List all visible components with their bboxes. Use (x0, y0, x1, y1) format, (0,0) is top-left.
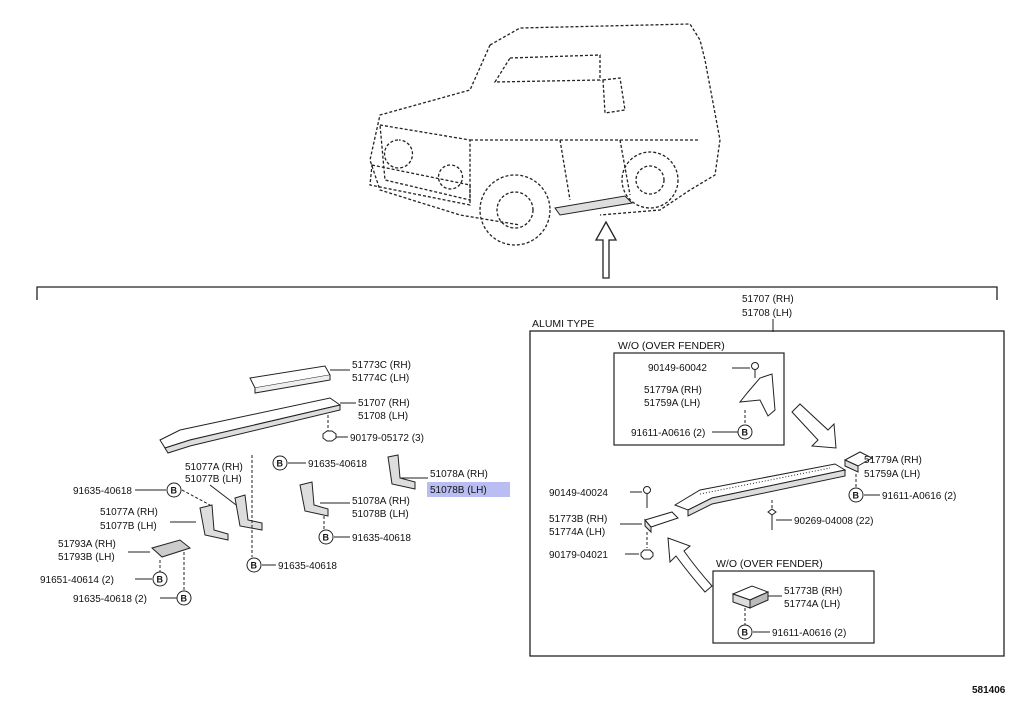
inset-top-bolt: 91611-A0616 (2) (631, 428, 705, 439)
b-marker-icon: B (246, 557, 262, 573)
svg-text:B: B (853, 491, 860, 501)
inset-bottom-title: W/O (OVER FENDER) (716, 558, 823, 570)
b-marker-icon: B (272, 455, 288, 471)
svg-text:B: B (251, 561, 258, 571)
bolt-left-label: 91635-40618 (73, 486, 132, 497)
screw-left-label: 90149-40024 (549, 488, 608, 499)
svg-text:B: B (323, 533, 330, 543)
nut-part (322, 430, 337, 442)
b-marker-icon: B (176, 590, 192, 606)
cover-front-rh: 51773B (RH) (549, 514, 607, 525)
group-bracket (36, 286, 998, 300)
bracket-upper-rh: 51077A (RH) (185, 462, 243, 473)
alumi-type-frame (529, 330, 1005, 657)
b-marker-icon: B (737, 624, 753, 640)
inset-bottom-rh: 51773B (RH) (784, 586, 842, 597)
inset-top-mudguard-rh: 51779A (RH) (644, 385, 702, 396)
pointer-arrow (594, 220, 618, 279)
step-cover-part (249, 365, 331, 394)
rear-bracket-a-rh: 51078A (RH) (430, 469, 488, 480)
inset-top-screw: 90149-60042 (648, 363, 707, 374)
inset-bottom-lh: 51774A (LH) (784, 599, 840, 610)
step-cover-lh: 51774C (LH) (352, 373, 409, 384)
bracket-lower-part (199, 504, 229, 541)
nut-label: 90179-05172 (3) (350, 433, 424, 444)
bolt-plate-1-label: 91651-40614 (2) (40, 575, 114, 586)
rear-bracket-a-part (387, 454, 416, 490)
b-marker-icon: B (848, 487, 864, 503)
inset-top-screw-part (751, 362, 759, 378)
bracket-lower-lh: 51077B (LH) (100, 521, 157, 532)
end-cap-lh: 51759A (LH) (864, 469, 920, 480)
arrow-inset-bottom (667, 537, 713, 593)
inset-top-frame (613, 352, 785, 446)
nut-left-label: 90179-04021 (549, 550, 608, 561)
running-board-on-vehicle (554, 195, 634, 216)
b-marker-icon: B (166, 482, 182, 498)
alumi-type-title: ALUMI TYPE (532, 318, 594, 330)
inset-top-title: W/O (OVER FENDER) (618, 340, 725, 352)
b-marker-icon: B (737, 424, 753, 440)
plate-part (150, 539, 192, 558)
svg-text:B: B (157, 575, 164, 585)
clip-label: 90269-04008 (22) (794, 516, 874, 527)
b-marker-icon: B (152, 571, 168, 587)
arrow-inset-top (791, 403, 837, 449)
clip-part (767, 508, 777, 530)
plate-rh: 51793A (RH) (58, 539, 116, 550)
b-marker-icon: B (318, 529, 334, 545)
bracket-upper-part (234, 494, 263, 531)
screw-left-part (643, 486, 651, 508)
inset-top-mudguard-lh: 51759A (LH) (644, 398, 700, 409)
diagram-id: 581406 (972, 685, 1006, 696)
svg-text:B: B (742, 628, 749, 638)
rear-bracket-b-rh: 51078A (RH) (352, 496, 410, 507)
step-board-rh: 51707 (RH) (358, 398, 410, 409)
bracket-lower-rh: 51077A (RH) (100, 507, 158, 518)
rear-bracket-b-part (299, 481, 329, 517)
bolt-top-label: 91635-40618 (308, 459, 367, 470)
inset-bottom-bolt: 91611-A0616 (2) (772, 628, 846, 639)
inset-bottom-frame (712, 570, 875, 644)
cover-front-lh: 51774A (LH) (549, 527, 605, 538)
svg-text:B: B (277, 459, 284, 469)
end-cap-bolt: 91611-A0616 (2) (882, 491, 956, 502)
group-part-rh: 51707 (RH) (742, 294, 794, 305)
end-cap-rh: 51779A (RH) (864, 455, 922, 466)
end-cap-part (843, 451, 874, 473)
inset-bottom-cover-part (731, 585, 770, 609)
step-board-lh: 51708 (LH) (358, 411, 408, 422)
svg-text:B: B (181, 594, 188, 604)
rear-bracket-a-lh: 51078B (LH) (430, 485, 487, 496)
bolt-rear-label: 91635-40618 (352, 533, 411, 544)
step-board-part (159, 397, 342, 454)
alumi-step-board-part (673, 463, 847, 517)
mudguard-part (738, 373, 776, 417)
highlight-box (427, 482, 510, 497)
bracket-upper-lh: 51077B (LH) (185, 474, 242, 485)
svg-text:B: B (742, 428, 749, 438)
svg-text:B: B (171, 486, 178, 496)
rear-bracket-b-lh: 51078B (LH) (352, 509, 409, 520)
bolt-plate-2-label: 91635-40618 (2) (73, 594, 147, 605)
bolt-bottom-label: 91635-40618 (278, 561, 337, 572)
nut-left-part (640, 549, 654, 560)
step-cover-rh: 51773C (RH) (352, 360, 411, 371)
cover-front-part (644, 511, 679, 534)
plate-lh: 51793B (LH) (58, 552, 115, 563)
b-markers: B B B B B B B B B (152, 424, 864, 640)
vehicle-illustration (369, 23, 721, 246)
group-part-lh: 51708 (LH) (742, 308, 792, 319)
